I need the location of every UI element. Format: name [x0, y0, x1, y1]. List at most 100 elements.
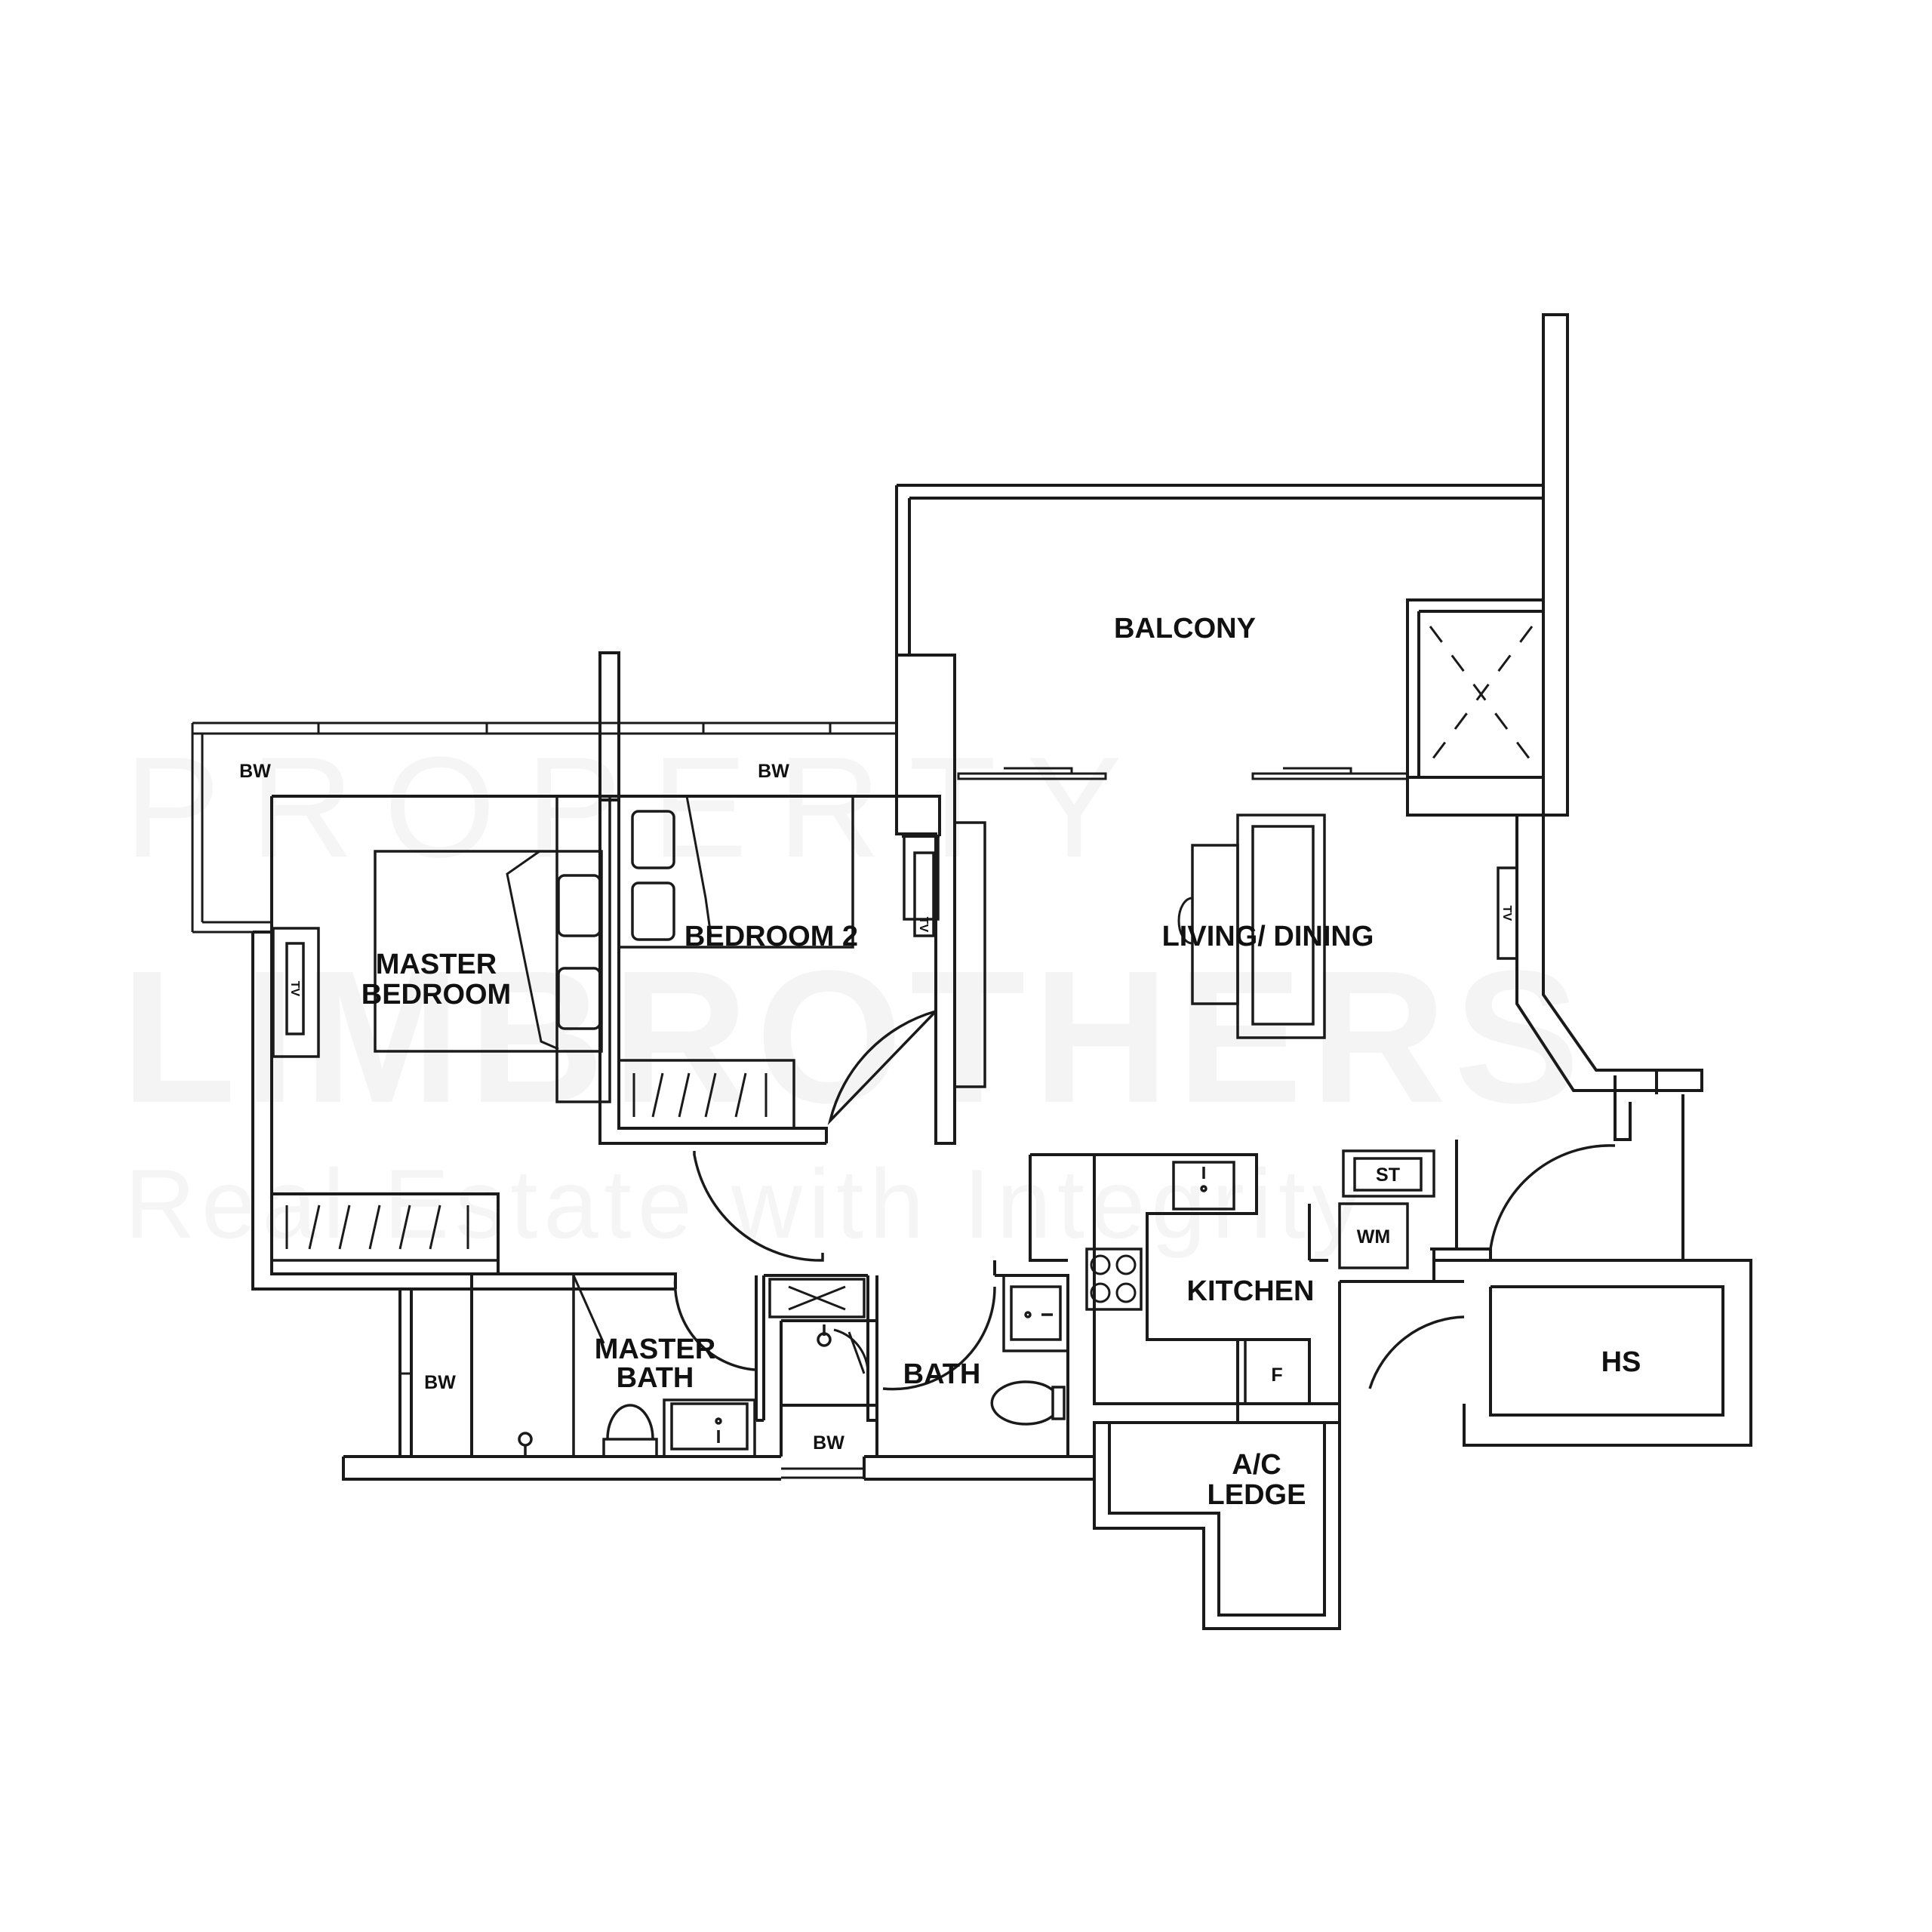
bedroom2-tv-console [953, 821, 986, 1088]
master-headboard [555, 795, 611, 1103]
bedroom2-tv [913, 851, 935, 937]
balcony-slider-right [1251, 767, 1409, 780]
doors [673, 1010, 1616, 1391]
right-column-wall [1542, 313, 1569, 817]
bedroom2-bed [617, 795, 854, 949]
master-tv [285, 942, 305, 1035]
bottom-wall [342, 1455, 1094, 1481]
balcony-slider-left [957, 767, 1107, 780]
master-bath-shower [470, 1272, 575, 1458]
tv-label-living: TV [1500, 906, 1513, 921]
burner-2 [1115, 1254, 1137, 1275]
shower-door [833, 1328, 869, 1374]
shaft-box [1406, 598, 1545, 817]
watermark-line2: LIMBROTHERS [121, 931, 1587, 1142]
master-shower-drain [518, 1432, 533, 1447]
master-tv-unit [272, 927, 320, 1058]
room-labels: BALCONY LIVING/ DINING MASTER BEDROOM BE… [361, 613, 1641, 1511]
bath-basin [1010, 1285, 1062, 1341]
hs-label: HS [1601, 1346, 1641, 1378]
kitchen-label: KITCHEN [1187, 1275, 1315, 1307]
master-bath-label-line2: BATH [617, 1362, 694, 1394]
top-window-band [191, 721, 897, 934]
tv-label-bedroom2: TV [917, 917, 930, 933]
balcony-wall [895, 484, 1543, 657]
bath-vanity [1002, 1274, 1069, 1352]
master-bed [374, 850, 603, 1053]
washing-machine [1338, 1202, 1409, 1269]
service-shaft-wall [1614, 1075, 1684, 1260]
bath-label: BATH [903, 1358, 981, 1390]
bath-drain [1024, 1311, 1032, 1318]
fixture-labels: BW BW BW BW ST WM F TV TV TV [239, 761, 1513, 1454]
master-wardrobe [270, 1192, 500, 1262]
ac-ledge-label-line2: LEDGE [1208, 1479, 1306, 1511]
service-area-wall [1515, 815, 1703, 1094]
ac-ledge-label-line1: A/C [1232, 1449, 1281, 1481]
kitchen-drain [1200, 1185, 1208, 1192]
master-bed-sheet [506, 850, 559, 1051]
living-dining-label: LIVING/ DINING [1162, 921, 1374, 952]
lamp [1177, 897, 1193, 945]
bath-enclosure [780, 1319, 878, 1457]
living-tv [1497, 866, 1518, 960]
storage-label: ST [1376, 1164, 1400, 1186]
hs-door [1368, 1315, 1465, 1389]
storage-box [1353, 1157, 1423, 1192]
burner-1 [1090, 1254, 1111, 1275]
master-bath-drain [715, 1417, 722, 1425]
bay-window-label-master: BW [239, 761, 271, 782]
shaft-diagonal-2 [1429, 626, 1534, 763]
bay-window-label-bath: BW [424, 1372, 456, 1393]
master-bath-vanity [663, 1398, 756, 1458]
kitchen-sink [1172, 1161, 1235, 1211]
furniture [270, 795, 1518, 1458]
window-mullions [317, 723, 832, 734]
bath-partitions [755, 1274, 878, 1422]
bay-window-label-shower: BW [813, 1432, 844, 1454]
bay-window-label-bedroom2: BW [758, 761, 789, 782]
pillow-1 [557, 874, 601, 937]
balcony-label: BALCONY [1114, 613, 1256, 645]
sofa-seat [1251, 825, 1315, 1026]
service-door [1489, 1144, 1616, 1250]
master-bedroom-label-line1: MASTER [376, 949, 497, 980]
shaft-cross [1429, 626, 1534, 763]
ac-ledge-wall [1093, 1423, 1341, 1630]
hs-wall [1432, 1259, 1752, 1447]
master-bath-door [673, 1275, 755, 1371]
burner-3 [1090, 1282, 1111, 1303]
watermark-line1: PROPERTY [125, 728, 1152, 888]
master-bath-glass [572, 1275, 605, 1457]
bedroom2-pillow-2 [631, 881, 675, 941]
bath-door [882, 1286, 996, 1391]
bedroom2-door [827, 1010, 937, 1125]
master-bath-label-line1: MASTER [595, 1334, 715, 1365]
bath-window [781, 1467, 864, 1479]
fridge [1244, 1338, 1311, 1405]
watermark-line3: Real Estate with Integrity [125, 1149, 1367, 1259]
shower-tray [768, 1278, 866, 1318]
storage-cabinet [1342, 1149, 1435, 1198]
coffee-table [1191, 844, 1239, 1005]
kitchen-entry-wall [1430, 1140, 1492, 1260]
pillow-2 [557, 967, 601, 1030]
living-left-column [895, 654, 956, 1145]
tv-label-master: TV [288, 981, 301, 997]
bedroom2-tv-unit [903, 835, 940, 921]
master-bedroom-wall [251, 795, 675, 1291]
master-wardrobe-hangers [285, 1204, 469, 1250]
bedroom2-label: BEDROOM 2 [685, 921, 858, 952]
kitchen-right-wall [1236, 1340, 1341, 1424]
sliding-doors [957, 767, 1409, 780]
bedroom2-wardrobe [617, 1059, 795, 1130]
washing-machine-label: WM [1357, 1226, 1390, 1247]
shower-cross [788, 1285, 846, 1311]
burner-4 [1115, 1282, 1137, 1303]
hob [1085, 1247, 1143, 1311]
master-bedroom-door [693, 1151, 824, 1262]
bedroom2-wardrobe-hangers [632, 1072, 768, 1118]
bedroom2-pillow-1 [631, 810, 675, 869]
bath-toilet [990, 1380, 1066, 1426]
